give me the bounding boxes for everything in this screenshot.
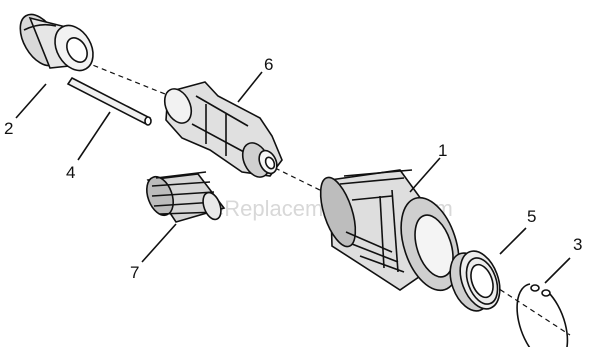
part-5-bearing bbox=[449, 250, 501, 312]
leader-line-5 bbox=[499, 227, 527, 255]
leader-line-1 bbox=[409, 157, 441, 193]
part-3-retaining-ring bbox=[516, 283, 569, 347]
leader-line-3 bbox=[544, 257, 571, 284]
part-4-pin bbox=[66, 76, 152, 126]
callout-part-4: 4 bbox=[66, 163, 75, 182]
callout-part-7: 7 bbox=[130, 263, 139, 282]
leader-line-4 bbox=[77, 111, 111, 161]
part-1-housing bbox=[319, 169, 460, 292]
callout-part-1: 1 bbox=[438, 141, 447, 160]
assembly-axis-line-mid bbox=[274, 167, 331, 196]
callout-part-2: 2 bbox=[4, 119, 13, 138]
part-2-bushing bbox=[19, 13, 94, 72]
part-7-gear bbox=[146, 171, 226, 223]
leader-line-2 bbox=[15, 83, 47, 119]
leader-line-7 bbox=[141, 223, 177, 263]
leader-line-6 bbox=[237, 71, 263, 103]
callout-part-3: 3 bbox=[573, 235, 582, 254]
callout-part-5: 5 bbox=[527, 207, 536, 226]
part-6-carrier bbox=[163, 81, 283, 178]
callout-part-6: 6 bbox=[264, 55, 273, 74]
